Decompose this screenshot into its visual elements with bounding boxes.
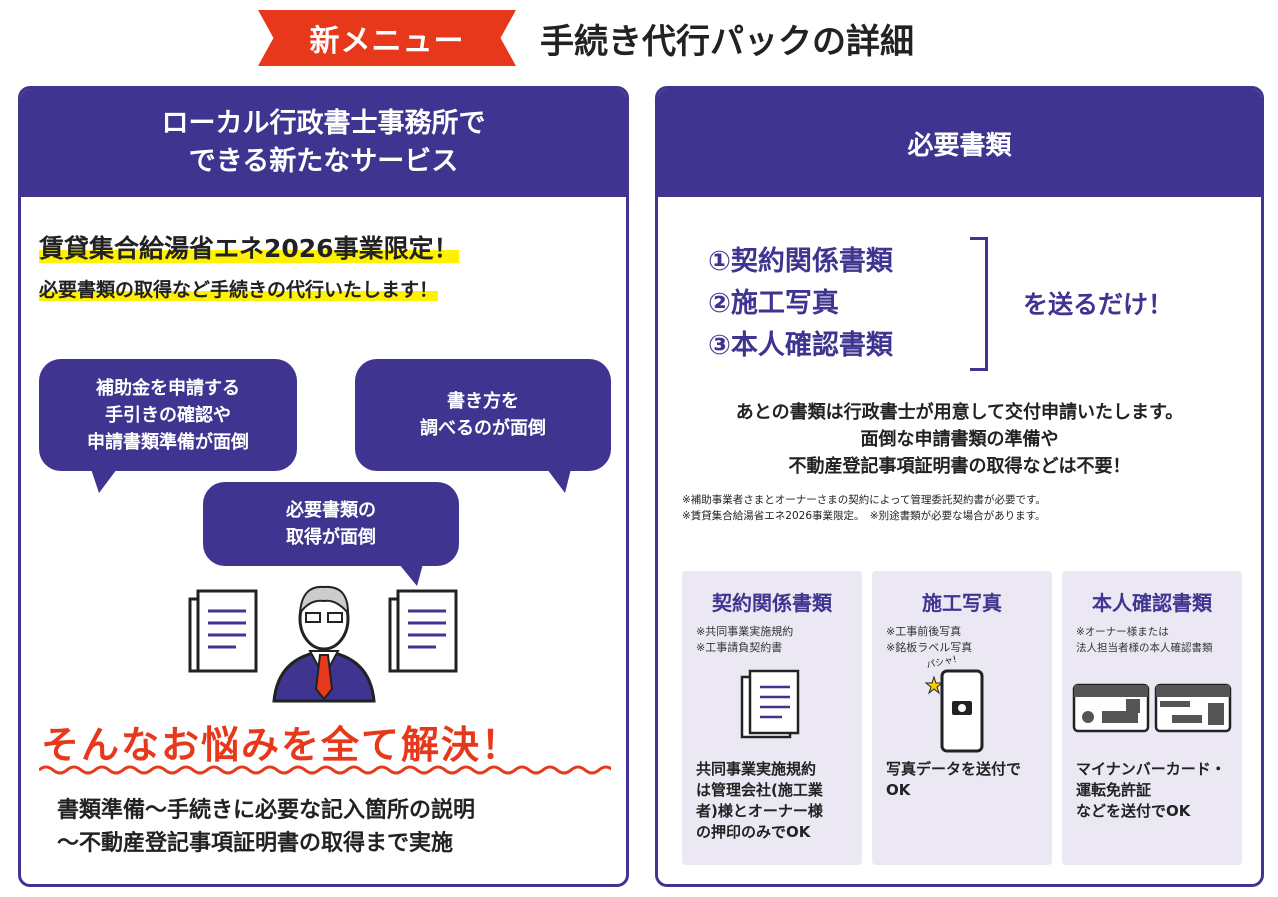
document-icon	[188, 589, 258, 673]
smartphone-camera-icon	[924, 669, 984, 753]
card-title: 施工写真	[922, 591, 1002, 615]
desc-line: 面倒な申請書類の準備や	[860, 429, 1059, 450]
bubble-text: 手引きの確認や	[105, 404, 231, 426]
bubble-text: 調べるのが面倒	[420, 418, 546, 439]
card-body-line: の押印のみでOK	[696, 823, 811, 841]
description: あとの書類は行政書士が用意して交付申請いたします。 面倒な申請書類の準備や 不動…	[658, 399, 1261, 480]
footnotes: ※補助事業者さまとオーナーさまの契約によって管理委託契約書が必要です。 ※賃貸集…	[682, 492, 1046, 524]
page-title: 手続き代行パックの詳細	[540, 22, 914, 62]
concern-bubble: 必要書類の取得が面倒	[203, 482, 459, 566]
heading-line: できる新たなサービス	[188, 146, 459, 177]
desc-line: あとの書類は行政書士が用意して交付申請いたします。	[735, 402, 1184, 423]
card-note: ※工事前後写真	[886, 625, 962, 638]
footnote: ※補助事業者さまとオーナーさまの契約によって管理委託契約書が必要です。	[682, 494, 1046, 506]
badge-text: 新メニュー	[309, 24, 465, 59]
card-title: 契約関係書類	[712, 591, 832, 615]
solve-headline: そんなお悩みを全て解決！	[41, 723, 522, 767]
card-note: ※銘板ラベル写真	[886, 641, 973, 654]
doc-list: ①契約関係書類 ②施工写真 ③本人確認書類	[708, 241, 893, 367]
new-menu-badge: 新メニュー	[258, 10, 516, 66]
concern-bubble: 書き方を調べるのが面倒	[355, 359, 611, 471]
highlight-line: 必要書類の取得など手続きの代行いたします！	[39, 279, 439, 301]
card-body-line: 写真データを送付で	[886, 760, 1022, 778]
footnote: ※賃貸集合給湯省エネ2026事業限定。 ※別途書類が必要な場合があります。	[682, 510, 1046, 522]
send-only-text: を送るだけ！	[1023, 290, 1174, 319]
summary-line: 書類準備〜手続きに必要な記入箇所の説明	[57, 798, 476, 823]
document-icon	[388, 589, 458, 673]
card-body-line: 共同事業実施規約	[696, 760, 817, 778]
card-body-line: 者)様とオーナー様	[696, 802, 823, 820]
required-docs-panel: 必要書類 ①契約関係書類 ②施工写真 ③本人確認書類 を送るだけ！ あとの書類は…	[655, 86, 1264, 887]
bubble-text: 補助金を申請する	[96, 377, 240, 399]
id-cards-icon	[1072, 683, 1232, 733]
bubble-tail	[399, 564, 423, 586]
bubble-text: 取得が面倒	[286, 527, 376, 548]
services-panel: ローカル行政書士事務所で できる新たなサービス 賃貸集合給湯省エネ2026事業限…	[18, 86, 629, 887]
bubble-tail	[547, 469, 571, 493]
businessman-illustration	[188, 585, 458, 703]
services-heading: ローカル行政書士事務所で できる新たなサービス	[21, 89, 626, 197]
card-body-line: 運転免許証	[1076, 781, 1152, 799]
card-note: 法人担当者様の本人確認書類	[1076, 642, 1213, 654]
desc-line: 不動産登記事項証明書の取得などは不要！	[788, 456, 1131, 477]
bubble-tail	[91, 469, 117, 493]
card-identity-docs: 本人確認書類 ※オーナー様または法人担当者様の本人確認書類 マイナンバーカード・…	[1062, 571, 1242, 865]
bubble-text: 必要書類の	[286, 500, 376, 521]
bubble-text: 申請書類準備が面倒	[87, 431, 249, 453]
service-summary: 書類準備〜手続きに必要な記入箇所の説明 〜不動産登記事項証明書の取得まで実施	[57, 794, 475, 860]
card-body-line: マイナンバーカード・	[1076, 760, 1226, 778]
summary-line: 〜不動産登記事項証明書の取得まで実施	[57, 831, 454, 856]
doc-item: ②施工写真	[708, 288, 839, 319]
card-body-line: OK	[886, 781, 911, 799]
card-title: 本人確認書類	[1092, 591, 1212, 615]
concern-bubble: 補助金を申請する手引きの確認や申請書類準備が面倒	[39, 359, 297, 471]
doc-item: ①契約関係書類	[708, 246, 893, 277]
card-note: ※共同事業実施規約	[696, 625, 794, 638]
card-contract-docs: 契約関係書類 ※共同事業実施規約 ※工事請負契約書 共同事業実施規約は管理会社(施…	[682, 571, 862, 865]
bracket	[970, 237, 988, 371]
heading-line: ローカル行政書士事務所で	[161, 108, 486, 139]
bubble-text: 書き方を	[447, 391, 519, 412]
required-docs-heading: 必要書類	[658, 89, 1261, 197]
document-icon	[740, 669, 800, 739]
wavy-underline	[39, 765, 611, 775]
card-body-line: などを送付でOK	[1076, 802, 1191, 820]
card-note: ※オーナー様または	[1076, 626, 1169, 638]
doc-item: ③本人確認書類	[708, 330, 893, 361]
highlight-line: 賃貸集合給湯省エネ2026事業限定！	[39, 234, 459, 263]
card-note: ※工事請負契約書	[696, 641, 783, 654]
card-body-line: は管理会社(施工業	[696, 781, 823, 799]
